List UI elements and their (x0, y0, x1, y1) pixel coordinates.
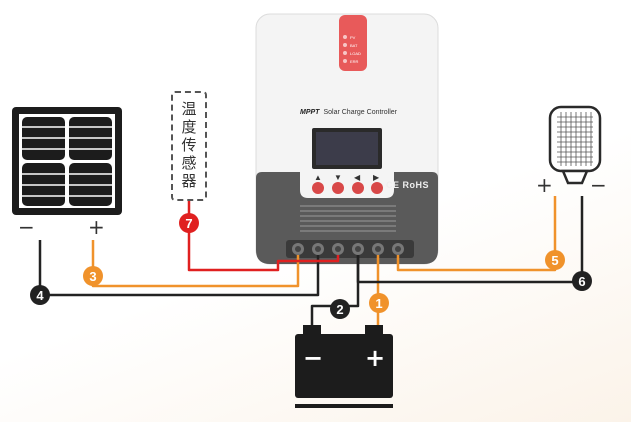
marker-3: 3 (83, 266, 103, 286)
lamp-icon (548, 105, 602, 185)
svg-text:5: 5 (551, 253, 558, 268)
panel-positive-label: + (88, 215, 105, 239)
svg-text:ERR: ERR (350, 59, 359, 64)
svg-text:BAT: BAT (350, 43, 358, 48)
lamp-positive-label: + (536, 173, 553, 197)
marker-6: 6 (572, 271, 592, 291)
battery-positive-label: + (365, 344, 385, 372)
marker-1: 1 (369, 293, 389, 313)
svg-text:LOAD: LOAD (350, 51, 361, 56)
wire-panel-positive (91, 240, 300, 288)
control-buttons: ▲ ▼ ◀ ▶ (312, 173, 383, 194)
svg-text:◀: ◀ (354, 173, 361, 182)
wire-load-positive (396, 196, 557, 272)
temperature-sensor-label: 温度传感器 (179, 101, 198, 191)
svg-text:4: 4 (36, 288, 44, 303)
svg-text:▶: ▶ (373, 173, 380, 182)
battery-icon (295, 325, 393, 408)
svg-text:7: 7 (185, 216, 192, 231)
marker-4: 4 (30, 285, 50, 305)
svg-text:6: 6 (578, 274, 585, 289)
charge-controller: PV BAT LOAD ERR ▲ ▼ ◀ ▶ (255, 13, 439, 265)
svg-text:▼: ▼ (334, 173, 342, 182)
certification-label: CE RoHS (386, 180, 430, 190)
svg-text:▲: ▲ (314, 173, 322, 182)
svg-text:3: 3 (89, 269, 96, 284)
battery-negative-label: − (303, 344, 323, 372)
svg-text:PV: PV (350, 35, 356, 40)
marker-2: 2 (330, 299, 350, 319)
marker-5: 5 (545, 250, 565, 270)
svg-text:2: 2 (336, 302, 343, 317)
svg-text:1: 1 (375, 296, 382, 311)
brand-mppt: MPPT (300, 109, 320, 116)
lamp-negative-label: − (590, 173, 607, 197)
solar-panel-icon (12, 107, 122, 215)
brand-model: Solar Charge Controller (323, 109, 397, 116)
wire-panel-negative (38, 240, 320, 297)
temperature-sensor: 温度传感器 (171, 91, 207, 201)
panel-negative-label: − (18, 215, 35, 239)
wire-sensor (187, 201, 340, 272)
terminal-block (286, 240, 414, 258)
wire-load-negative (356, 196, 584, 284)
marker-7: 7 (179, 213, 199, 233)
